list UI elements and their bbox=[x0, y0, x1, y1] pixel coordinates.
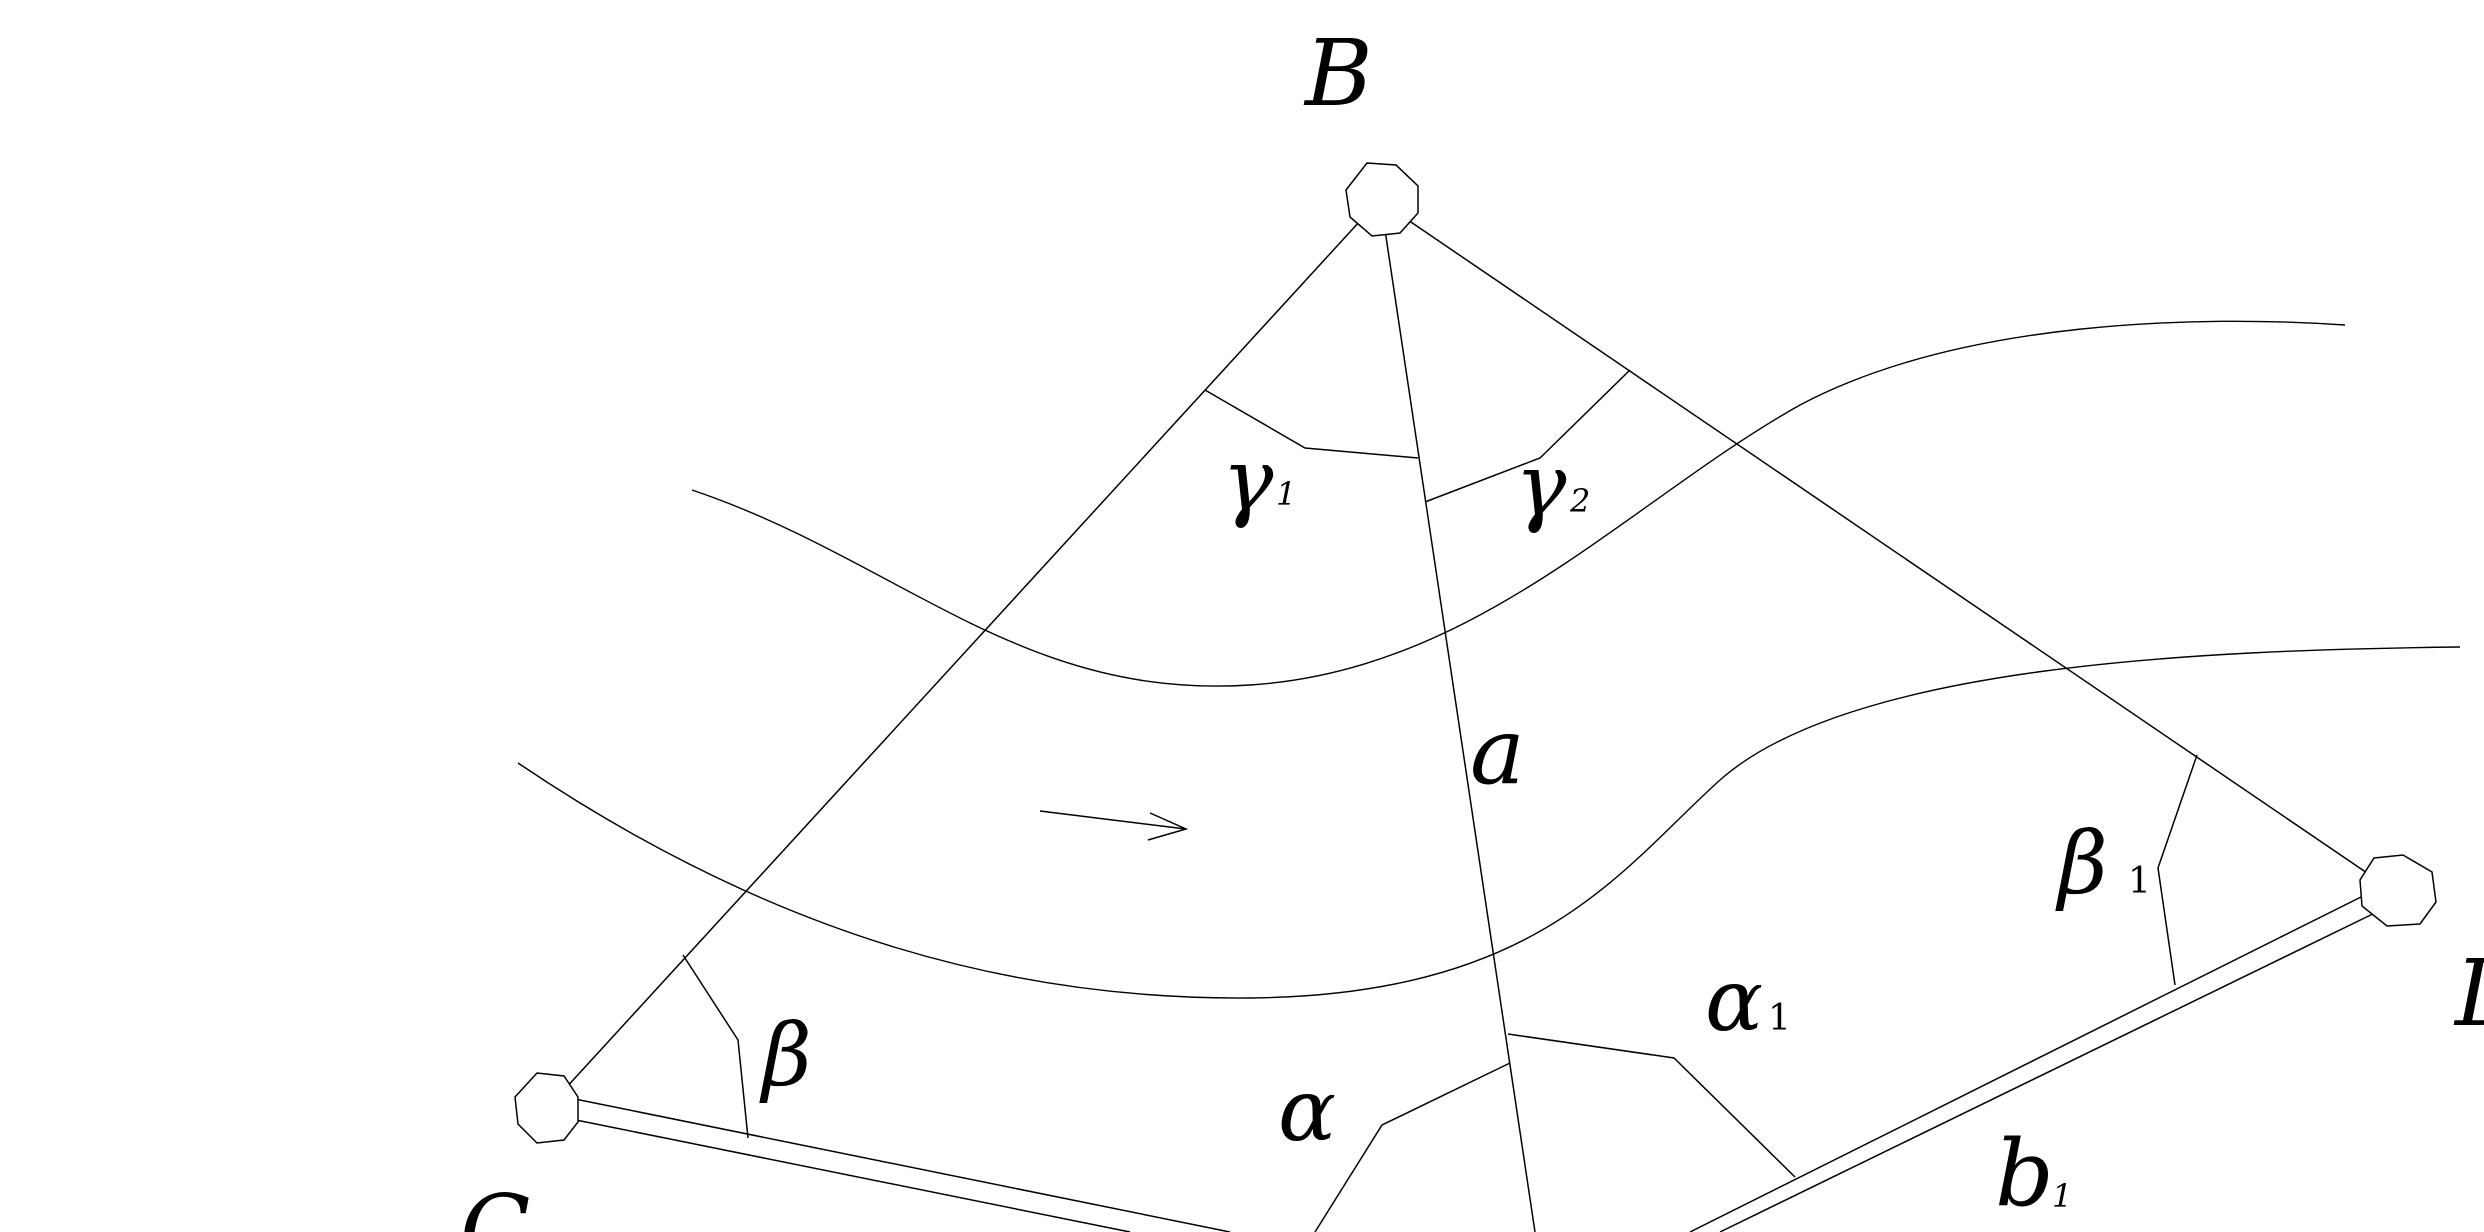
flow-direction-arrow bbox=[1039, 810, 1189, 841]
river-bank-lower bbox=[517, 646, 2461, 999]
baseline-b1 bbox=[1689, 889, 2386, 1232]
station-C-marker bbox=[514, 1072, 579, 1144]
label-angle-beta1: β bbox=[2055, 814, 2108, 914]
label-angle-beta1-sub: 1 bbox=[2128, 861, 2151, 902]
angle-alpha-marker bbox=[1314, 1062, 1511, 1232]
label-baseline-b1: b bbox=[1995, 1120, 2054, 1227]
baseline-b bbox=[569, 1097, 1231, 1232]
label-angle-gamma1: γ bbox=[1222, 431, 1274, 531]
river-bank-upper bbox=[691, 320, 2346, 687]
station-D-marker bbox=[2359, 854, 2437, 927]
label-angle-gamma1-sub: 1 bbox=[1276, 475, 1296, 513]
label-angle-beta: β bbox=[759, 1006, 812, 1106]
line-B-C bbox=[563, 220, 1361, 1091]
label-angle-alpha1-sub: 1 bbox=[1768, 998, 1791, 1039]
angle-beta-marker bbox=[682, 954, 749, 1139]
label-angle-alpha1: α bbox=[1705, 951, 1763, 1051]
label-station-D: D bbox=[2453, 940, 2484, 1047]
label-station-C: C bbox=[460, 1175, 530, 1232]
line-B-D bbox=[1404, 217, 2371, 876]
station-B-marker bbox=[1345, 162, 1419, 237]
label-baseline-b1-sub: 1 bbox=[2052, 1177, 2072, 1215]
label-station-B: B bbox=[1303, 20, 1373, 127]
label-distance-a: a bbox=[1470, 698, 1525, 805]
label-angle-alpha: α bbox=[1278, 1061, 1336, 1161]
label-angle-gamma2: γ bbox=[1515, 436, 1567, 536]
label-angle-gamma2-sub: 2 bbox=[1569, 482, 1590, 520]
angle-beta1-marker bbox=[2157, 754, 2198, 986]
angle-gamma1-marker bbox=[1204, 389, 1419, 459]
angle-gamma2-marker bbox=[1424, 369, 1631, 503]
line-a bbox=[1384, 229, 1536, 1232]
angle-alpha1-marker bbox=[1507, 1033, 1796, 1178]
